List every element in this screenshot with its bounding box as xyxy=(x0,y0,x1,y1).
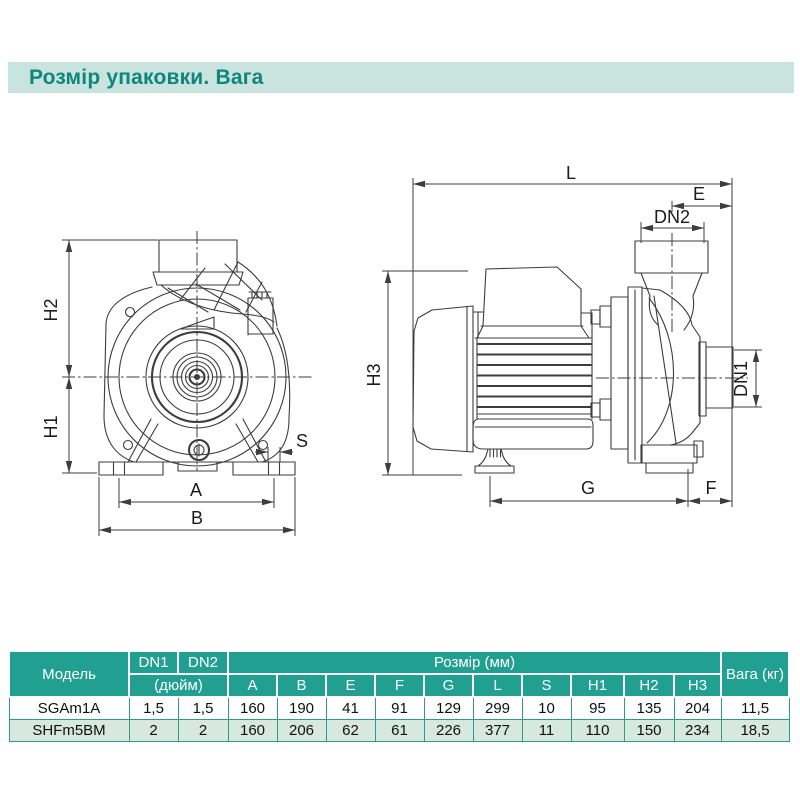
weight-cell: 11,5 xyxy=(720,696,790,720)
dim-label-dn2: DN2 xyxy=(654,207,690,227)
dim-label-dn1: DN1 xyxy=(731,361,751,397)
value-cell: 41 xyxy=(325,696,376,720)
col-header-dim-h2: H2 xyxy=(623,673,675,698)
value-cell: 1,5 xyxy=(177,696,229,720)
value-cell: 10 xyxy=(521,696,572,720)
weight-cell: 18,5 xyxy=(720,719,790,742)
front-feet xyxy=(98,418,296,476)
side-ports xyxy=(634,240,734,417)
dim-label-e: E xyxy=(693,184,705,204)
value-cell: 226 xyxy=(423,719,474,742)
col-header-model: Модель xyxy=(8,650,130,698)
dim-label-h3: H3 xyxy=(364,363,384,386)
dim-label-l: L xyxy=(566,163,576,183)
value-cell: 110 xyxy=(570,719,625,742)
side-view-drawing: L E DN2 H3 DN1 G F xyxy=(364,163,762,507)
value-cell: 135 xyxy=(623,696,675,720)
col-header-dn2: DN2 xyxy=(177,650,229,675)
value-cell: 204 xyxy=(673,696,722,720)
col-header-dim-e: E xyxy=(325,673,376,698)
dim-label-h1: H1 xyxy=(41,415,61,438)
col-header-dim-l: L xyxy=(472,673,523,698)
value-cell: 11 xyxy=(521,719,572,742)
page-title: Розмір упаковки. Вага xyxy=(29,65,264,89)
value-cell: 91 xyxy=(374,696,425,720)
side-pump-casing xyxy=(610,286,704,474)
col-header-dim-a: A xyxy=(227,673,278,698)
table-row-shfm5bm: SHFm5BM 2 2 160 206 62 61 226 377 11 110… xyxy=(8,719,790,742)
front-center-lines xyxy=(62,231,312,471)
front-discharge-port xyxy=(152,239,244,286)
front-view-drawing: H2 H1 A B S xyxy=(41,231,312,536)
value-cell: 150 xyxy=(623,719,675,742)
title-band: Розмір упаковки. Вага xyxy=(8,62,794,93)
side-motor xyxy=(412,266,612,474)
model-cell: SGAm1A xyxy=(8,696,130,720)
value-cell: 206 xyxy=(276,719,327,742)
col-header-weight: Вага (кг) xyxy=(720,650,791,698)
front-impeller-rings xyxy=(107,287,287,467)
dim-label-s: S xyxy=(296,431,308,451)
col-header-dim-s: S xyxy=(521,673,572,698)
col-header-dim-h3: H3 xyxy=(672,673,723,698)
table-header-row-1: Модель DN1 DN2 Розмір (мм) Вага (кг) xyxy=(8,650,791,698)
value-cell: 129 xyxy=(423,696,474,720)
dim-label-g: G xyxy=(581,478,595,498)
dimension-table: Модель DN1 DN2 Розмір (мм) Вага (кг) (дю… xyxy=(8,650,791,742)
col-header-dim-h1: H1 xyxy=(570,673,625,698)
dim-label-b: B xyxy=(191,508,203,528)
col-header-inch: (дюйм) xyxy=(128,673,229,698)
value-cell: 1,5 xyxy=(128,696,179,720)
col-header-dn1: DN1 xyxy=(128,650,179,675)
table-header-row-2: (дюйм) A B E F G L S H1 H2 H3 xyxy=(9,673,789,698)
value-cell: 62 xyxy=(325,719,376,742)
col-header-size-mm: Розмір (мм) xyxy=(226,650,723,675)
value-cell: 160 xyxy=(227,696,278,720)
front-dimension-lines: H2 H1 A B S xyxy=(41,239,308,536)
value-cell: 234 xyxy=(673,719,722,742)
col-header-dim-f: F xyxy=(374,673,425,698)
side-dimension-lines: L E DN2 H3 DN1 G F xyxy=(364,163,762,507)
value-cell: 190 xyxy=(276,696,327,720)
dim-label-f: F xyxy=(706,478,717,498)
col-header-dim-b: B xyxy=(276,673,327,698)
value-cell: 377 xyxy=(472,719,523,742)
value-cell: 160 xyxy=(227,719,278,742)
value-cell: 2 xyxy=(177,719,229,742)
side-center-lines xyxy=(596,233,748,379)
dim-label-h2: H2 xyxy=(41,298,61,321)
table-row-sgam1a: SGAm1A 1,5 1,5 160 190 41 91 129 299 10 … xyxy=(8,696,790,720)
model-cell: SHFm5BM xyxy=(8,719,130,742)
col-header-dim-g: G xyxy=(423,673,474,698)
value-cell: 2 xyxy=(128,719,179,742)
value-cell: 95 xyxy=(570,696,625,720)
value-cell: 299 xyxy=(472,696,523,720)
value-cell: 61 xyxy=(374,719,425,742)
dim-label-a: A xyxy=(190,480,202,500)
